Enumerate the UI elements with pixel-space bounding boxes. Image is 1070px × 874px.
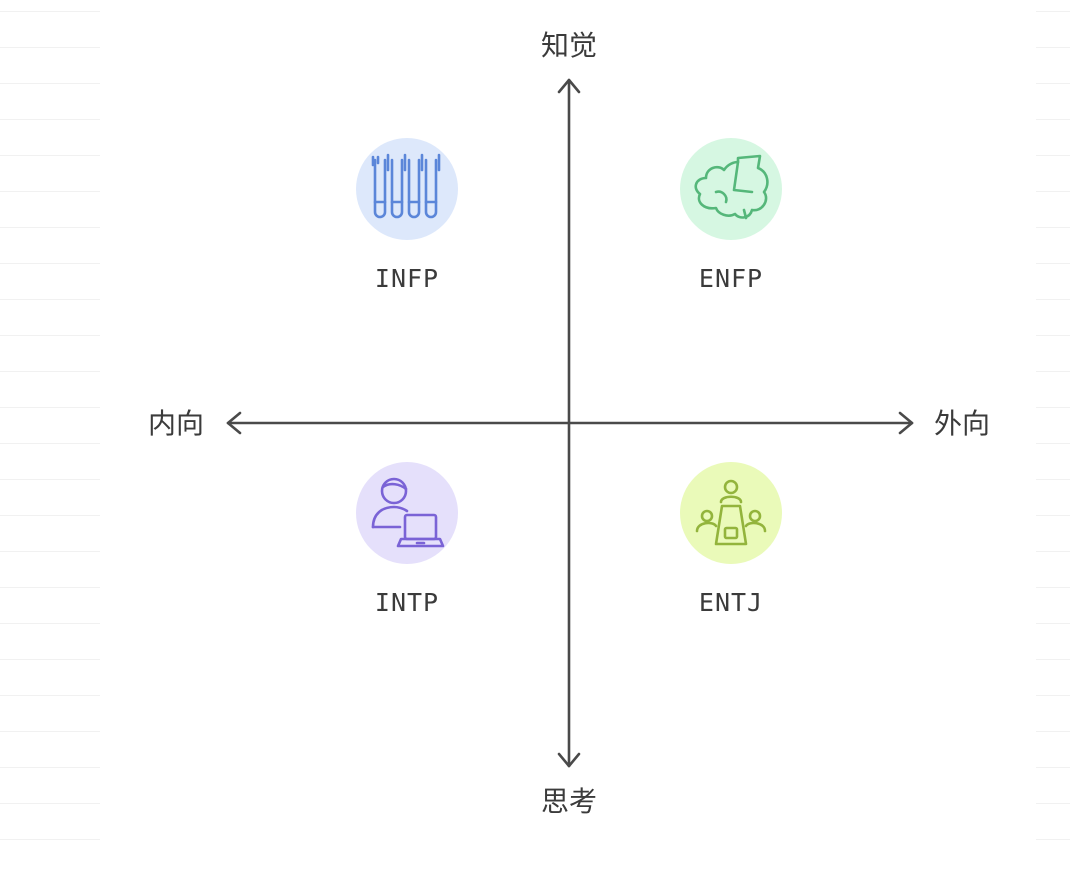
quadrant-infp: INFP [356, 138, 458, 293]
quadrant-enfp: ENFP [680, 138, 782, 293]
icon-circle-entj [680, 462, 782, 564]
icon-circle-infp [356, 138, 458, 240]
brain-icon [694, 154, 769, 220]
arrow-down-icon [557, 752, 581, 768]
person-laptop-icon [371, 477, 445, 548]
type-label-infp: INFP [375, 264, 439, 293]
type-label-entj: ENTJ [699, 588, 763, 617]
axis-label-left: 内向 [148, 407, 204, 440]
quadrant-entj: ENTJ [680, 462, 782, 617]
arrow-up-icon [557, 78, 581, 94]
arrow-right-icon [898, 411, 914, 435]
type-label-intp: INTP [375, 588, 439, 617]
icon-circle-enfp [680, 138, 782, 240]
icon-circle-intp [356, 462, 458, 564]
axes [226, 78, 914, 768]
type-label-enfp: ENFP [699, 264, 763, 293]
axis-label-bottom: 思考 [541, 785, 597, 818]
arrow-left-icon [226, 411, 242, 435]
ruled-lines-left [0, 0, 100, 874]
axis-label-top: 知觉 [541, 29, 597, 62]
ruled-lines-right [1036, 0, 1070, 874]
test-tubes-icon [371, 153, 441, 219]
axis-label-right: 外向 [934, 407, 990, 440]
meeting-table-icon [695, 479, 767, 546]
quadrant-intp: INTP [356, 462, 458, 617]
